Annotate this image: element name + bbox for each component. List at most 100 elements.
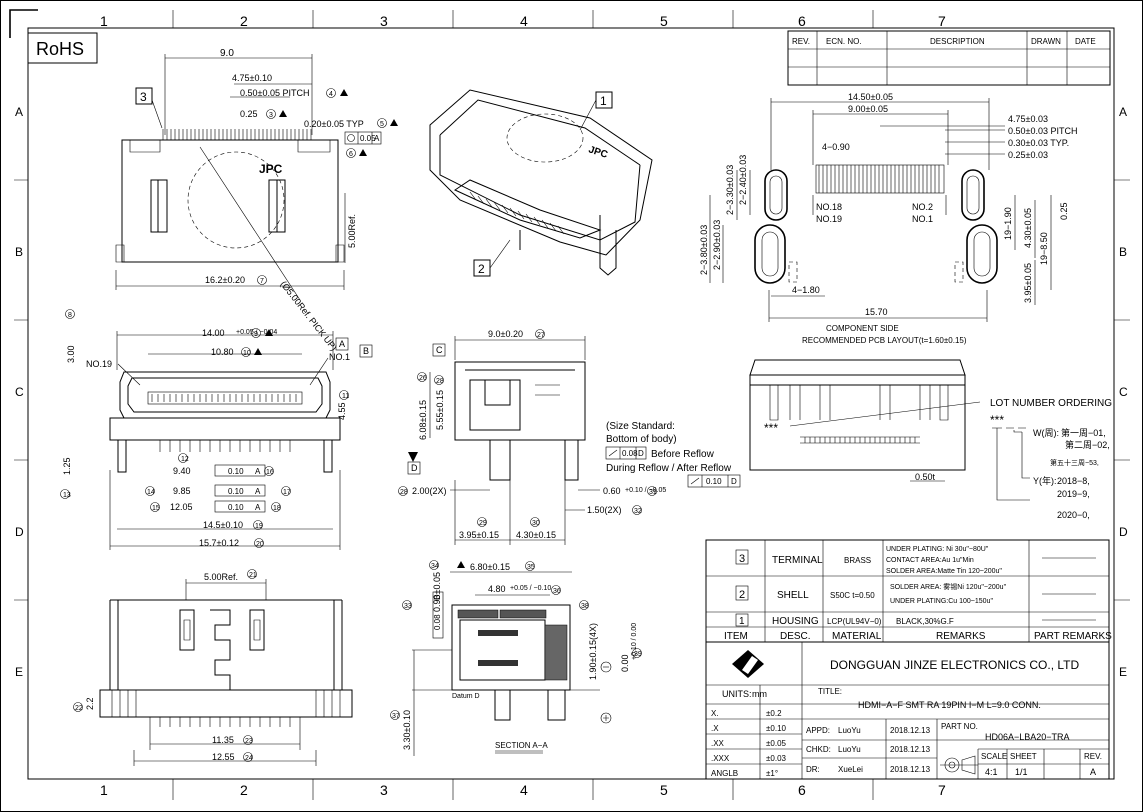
dim-width: 9.0 [220, 48, 234, 59]
dim-pcb-290: 2−2.90±0.03 [712, 220, 722, 270]
y-item: 2020−0, [1057, 510, 1090, 520]
units-label: UNITS: [722, 689, 752, 699]
y-label: Y(年): [1033, 475, 1057, 486]
scale-value: 4:1 [985, 767, 998, 777]
dim-section-000: 0.00 [620, 654, 630, 672]
flat-before-label: Before Reflow [651, 449, 715, 460]
bom-desc: HOUSING [772, 616, 819, 627]
zone-ticks [14, 10, 1130, 800]
dim-pcb-typ: 0.30±0.03 TYP. [1008, 138, 1069, 148]
front-view: 14.00 +0.05 / −0.04 9 A B 10.80 10 NO.19… [60, 309, 373, 550]
note-bubble: 33 [404, 603, 412, 610]
note-bubble: 38 [581, 603, 589, 610]
pcb-caption-2: RECOMMENDED PCB LAYOUT(t=1.60±0.15) [802, 336, 967, 345]
dim-side-555: 5.55±0.15 [435, 390, 445, 430]
dr-date: 2018.12.13 [890, 765, 931, 774]
dim-pcb-right-025: 0.25 [1059, 202, 1069, 220]
callout-shell: 2 [478, 262, 485, 276]
tol: +0.05 / −0.04 [236, 329, 277, 336]
w-item: 第一周−01, [1061, 427, 1106, 438]
pcb-layout: 14.50±0.05 9.00±0.05 4.75±0.03 0.50±0.03… [699, 92, 1077, 345]
units-value: mm [752, 689, 767, 699]
bom-desc: SHELL [777, 590, 809, 601]
datum-b: B [363, 346, 369, 356]
size-note-1: (Size Standard: [606, 421, 675, 432]
datum-c: C [436, 345, 443, 355]
brand-logo: JPC [259, 162, 283, 176]
shell-slot [754, 224, 786, 284]
dim-pcb-850: 19−8.50 [1039, 232, 1049, 265]
corner-mark [9, 9, 38, 38]
dim-section-330: 3.30±0.10 [402, 710, 412, 750]
dim-side-060: 0.60 [603, 486, 621, 496]
note-bubble: 26 [419, 375, 427, 382]
dim-pcb-475: 4.75±0.03 [1008, 114, 1048, 124]
no1-label: NO.1 [329, 352, 350, 362]
note-bubble: 20 [256, 541, 264, 548]
tol-label: .XXX [711, 754, 730, 763]
bom-header-item: ITEM [724, 631, 748, 642]
note-bubble: 31 [649, 489, 657, 496]
note-bubble: 7 [260, 278, 264, 285]
appd-date: 2018.12.13 [890, 726, 931, 735]
drawing-title: HDMI−A−F SMT RA 19PIN I−M L=9.0 CONN. [858, 700, 1041, 710]
dim-pcb-180: 4−1.80 [792, 285, 820, 295]
zone-row: B [15, 245, 23, 259]
callout-housing: 1 [600, 94, 607, 108]
note-bubble: 16 [266, 469, 274, 476]
tol-label: .XX [711, 739, 725, 748]
bom-material: LCP(UL94V−0) [827, 617, 882, 626]
bom-desc: TERMINAL [772, 555, 823, 566]
date-header: DATE [1075, 37, 1096, 46]
pickup-area [187, 151, 285, 249]
note-bubble: 17 [283, 489, 291, 496]
datum-a: A [339, 339, 345, 349]
tol: +0.10 / −0.05 [625, 487, 666, 494]
section-title: SECTION A−A [495, 741, 548, 750]
note-bubble: 28 [400, 489, 408, 496]
gdt-value: 0.10 [228, 503, 244, 512]
dim-front-125: 1.25 [62, 457, 72, 475]
pickup-circle [506, 113, 584, 163]
appd-label: APPD: [806, 726, 830, 735]
zone-col-labels-bottom: 1 2 3 4 5 6 7 [100, 782, 946, 798]
w-label: W(周): [1033, 428, 1059, 438]
gdt-ref: A [255, 467, 261, 476]
bom-material: BRASS [844, 556, 871, 565]
drawing-border [27, 27, 1115, 780]
bom-header-part-remarks: PART REMARKS [1034, 631, 1112, 642]
bom-table: 3 TERMINAL BRASS UNDER PLATING: Ni 30u"−… [705, 539, 1112, 643]
note-bubble: 34 [431, 563, 439, 570]
note-bubble: 35 [527, 564, 535, 571]
title-block: DONGGUAN JINZE ELECTRONICS CO., LTD UNIT… [705, 641, 1110, 780]
dim-side-430: 4.30±0.15 [516, 530, 556, 540]
tol-value: ±0.10 [766, 724, 787, 733]
flat-before-ref: D [638, 449, 644, 458]
right-side-view: *** LOT NUMBER ORDERING *** W(周): 第一周−01… [749, 359, 1112, 520]
section-flat-value: 0.08 [433, 614, 442, 630]
zone-col: 2 [240, 782, 248, 798]
pin-label: NO.1 [912, 214, 933, 224]
bom-remark: UNDER PLATING: Ni 30u"−80U" [886, 546, 989, 553]
shell-slot [966, 224, 998, 284]
gdt-value: 0.05 [360, 134, 376, 143]
zone-col: 5 [660, 13, 668, 29]
note-bubble: 18 [273, 505, 281, 512]
revision-table: REV. ECN. NO. DESCRIPTION DRAWN DATE [787, 30, 1111, 86]
dim-pcb-380: 2−3.80±0.03 [699, 225, 709, 275]
plus-sign [600, 712, 612, 724]
bom-item: 1 [739, 616, 745, 627]
note-bubble: 21 [249, 572, 257, 579]
note-bubble: 30 [532, 520, 540, 527]
bom-remark: BLACK,30%G.F [896, 617, 954, 626]
note-bubble: 10 [243, 350, 251, 357]
tol-label: .X [711, 724, 719, 733]
note-bubble: 8 [68, 312, 72, 319]
dim-pcb-1450: 14.50±0.05 [848, 92, 893, 102]
side-view: 9.0±0.20 27 C 6.08±0.15 26 5.55±0.15 28 … [398, 329, 741, 545]
datum-label: Datum D [452, 693, 480, 700]
zone-col: 3 [380, 13, 388, 29]
dr-name: XueLei [838, 765, 863, 774]
dim-front-985: 9.85 [173, 486, 191, 496]
